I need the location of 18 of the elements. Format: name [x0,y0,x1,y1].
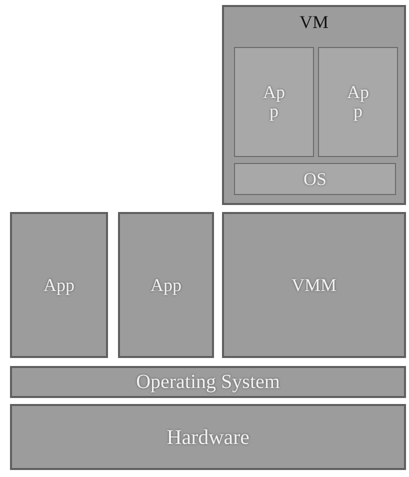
layer-box [222,212,406,358]
layer-label: Hardware [166,426,250,448]
layer-box [10,366,406,398]
layer-label: VM [299,13,328,32]
layer-label: VMM [291,276,336,294]
layer-box [318,47,398,157]
layer-label: OS [303,170,326,188]
layer-label: App [262,83,286,121]
layer-box [118,212,214,358]
layer-box [234,47,314,157]
virtual-machine-panel [222,5,406,205]
layer-label: Operating System [136,372,280,392]
layer-box [10,404,406,470]
layer-label: App [150,276,182,294]
layer-label: App [346,83,370,121]
layer-box [234,163,396,195]
layer-box [10,212,108,358]
layer-label: App [44,276,74,294]
